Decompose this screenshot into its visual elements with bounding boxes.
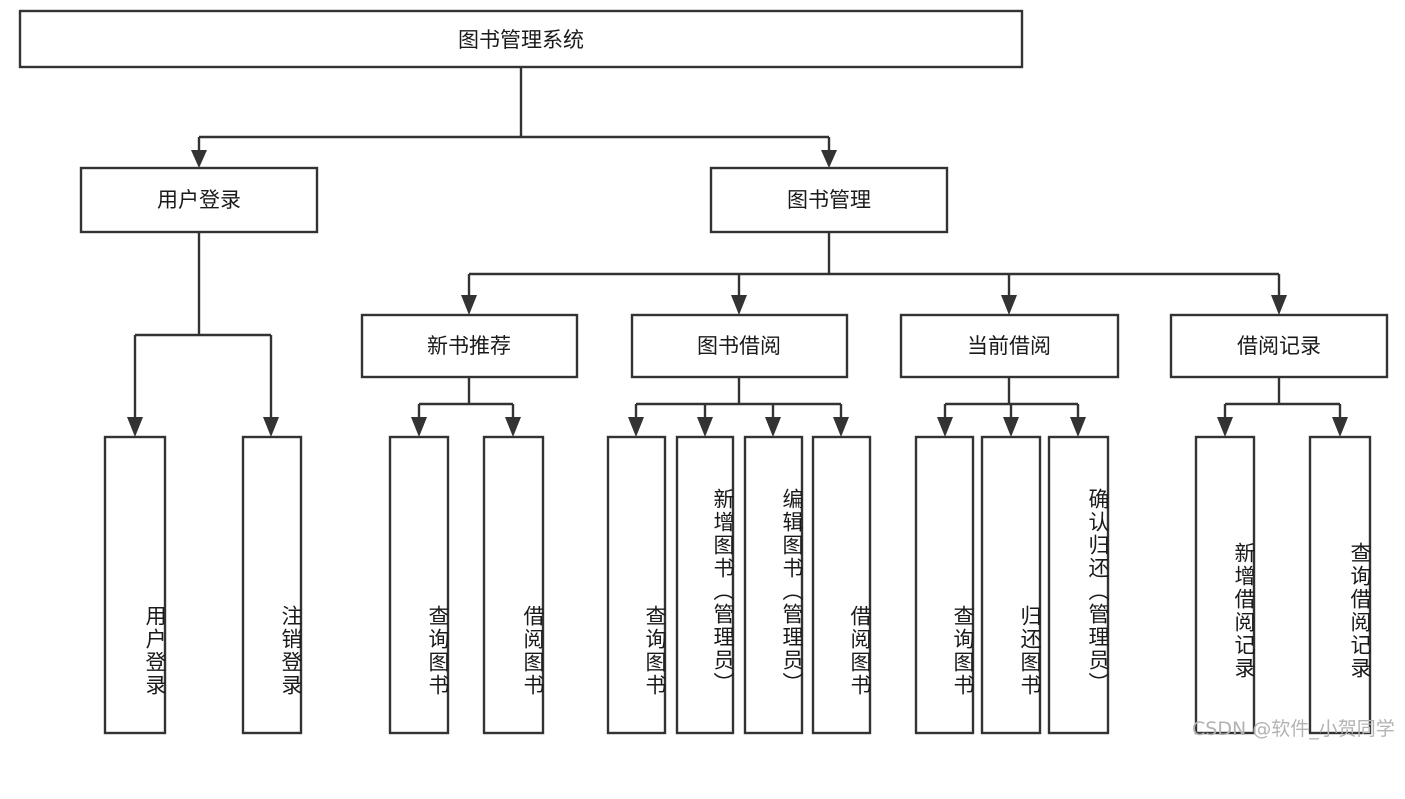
tree-diagram-svg: 图书管理系统 用户登录 图书管理 新书推荐 图书借阅 当前借阅 借阅记录 bbox=[18, 9, 1389, 735]
node-box-new-book-rec[interactable] bbox=[360, 313, 579, 379]
arrow-head-leaf-edit-book bbox=[765, 417, 781, 437]
node-box-leaf-return-book[interactable] bbox=[980, 435, 1042, 735]
node-box-leaf-query-book-1[interactable] bbox=[388, 435, 450, 735]
node-box-leaf-query-book-3[interactable] bbox=[914, 435, 975, 735]
node-box-leaf-confirm-return[interactable] bbox=[1047, 435, 1110, 735]
arrow-head-book-manage bbox=[821, 150, 837, 168]
arrow-head-leaf-logout bbox=[263, 417, 279, 437]
arrow-head-borrow-record bbox=[1271, 295, 1287, 315]
node-label-new-book-rec: 新书推荐 bbox=[427, 334, 511, 358]
node-label-book-manage: 图书管理 bbox=[787, 188, 871, 212]
arrow-head-leaf-return-book bbox=[1003, 417, 1019, 437]
node-label-current-borrow: 当前借阅 bbox=[967, 334, 1051, 358]
node-box-leaf-borrow-book-2[interactable] bbox=[811, 435, 872, 735]
arrow-head-leaf-query-book-1 bbox=[411, 417, 427, 437]
node-box-book-manage[interactable] bbox=[709, 166, 949, 234]
node-box-borrow-record[interactable] bbox=[1169, 313, 1389, 379]
diagram-canvas: 图书管理系统 用户登录 图书管理 新书推荐 图书借阅 当前借阅 借阅记录 bbox=[18, 9, 1395, 740]
arrow-head-book-borrow bbox=[731, 295, 747, 315]
node-box-current-borrow[interactable] bbox=[899, 313, 1120, 379]
node-box-user-login[interactable] bbox=[79, 166, 319, 234]
node-box-leaf-add-record[interactable] bbox=[1194, 435, 1256, 735]
arrow-head-leaf-user-login bbox=[127, 417, 143, 437]
node-box-leaf-user-login[interactable] bbox=[103, 435, 167, 735]
arrow-head-leaf-query-book-2 bbox=[628, 417, 644, 437]
arrow-head-user-login bbox=[191, 150, 207, 168]
connector-layer bbox=[127, 67, 1348, 437]
node-layer: 图书管理系统 用户登录 图书管理 新书推荐 图书借阅 当前借阅 借阅记录 bbox=[18, 9, 1389, 735]
node-label-root: 图书管理系统 bbox=[458, 28, 584, 52]
arrow-head-leaf-confirm-return bbox=[1070, 417, 1086, 437]
node-box-leaf-edit-book[interactable] bbox=[743, 435, 804, 735]
arrow-head-leaf-add-book bbox=[697, 417, 713, 437]
node-box-leaf-query-record[interactable] bbox=[1308, 435, 1372, 735]
node-box-leaf-query-book-2[interactable] bbox=[606, 435, 667, 735]
node-label-borrow-record: 借阅记录 bbox=[1237, 334, 1321, 358]
arrow-head-leaf-add-record bbox=[1217, 417, 1233, 437]
node-box-leaf-logout[interactable] bbox=[241, 435, 303, 735]
node-box-leaf-borrow-book-1[interactable] bbox=[482, 435, 545, 735]
node-box-root[interactable] bbox=[18, 9, 1024, 69]
node-label-book-borrow: 图书借阅 bbox=[697, 334, 781, 358]
node-label-user-login: 用户登录 bbox=[157, 188, 241, 212]
arrow-head-leaf-query-record bbox=[1332, 417, 1348, 437]
arrow-head-current-borrow bbox=[1001, 295, 1017, 315]
node-box-book-borrow[interactable] bbox=[630, 313, 849, 379]
arrow-head-leaf-borrow-book-1 bbox=[505, 417, 521, 437]
watermark-text: CSDN @软件_小贺同学 bbox=[1192, 718, 1395, 740]
node-box-leaf-add-book[interactable] bbox=[675, 435, 735, 735]
arrow-head-leaf-borrow-book-2 bbox=[833, 417, 849, 437]
arrow-head-leaf-query-book-3 bbox=[937, 417, 953, 437]
arrow-head-new-book-rec bbox=[461, 295, 477, 315]
